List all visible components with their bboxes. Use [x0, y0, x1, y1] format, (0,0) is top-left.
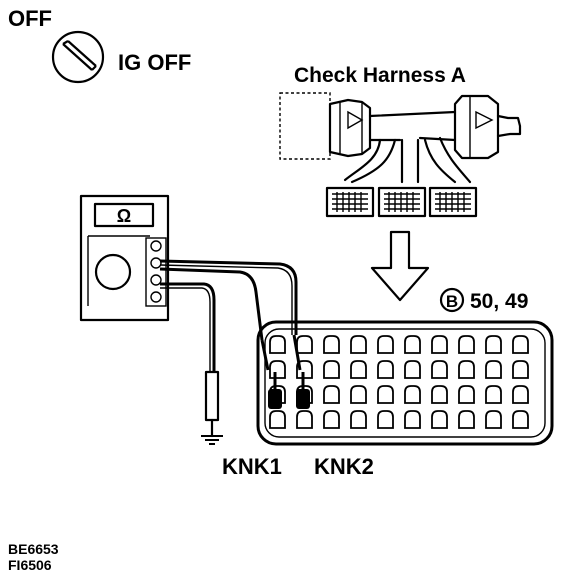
- harness-left-plug: [328, 98, 372, 158]
- connector-b: B 50, 49: [256, 287, 554, 446]
- connector-cavity: [431, 410, 448, 429]
- connector-cavity: [377, 335, 394, 354]
- connector-cavity: [377, 385, 394, 404]
- connector-cavity: [512, 335, 529, 354]
- figure-code-1: BE6653: [8, 541, 59, 557]
- connector-cavity: [458, 410, 475, 429]
- connector-cavity: [323, 360, 340, 379]
- knk2-probe-tip: [292, 334, 310, 409]
- knk2-label: KNK2: [314, 454, 374, 479]
- knk1-probe-tip: [260, 339, 282, 409]
- ignition-section: OFF IG OFF: [8, 6, 191, 84]
- harness-title: Check Harness A: [294, 64, 466, 87]
- connector-cavity: [485, 385, 502, 404]
- connector-cavity: [350, 385, 367, 404]
- connector-cavity: [323, 335, 340, 354]
- connector-cavity: [512, 360, 529, 379]
- connector-cavity: [485, 335, 502, 354]
- connector-cavity: [377, 360, 394, 379]
- knk1-label: KNK1: [222, 454, 282, 479]
- meter-display: [93, 202, 155, 228]
- ohmmeter: Ω: [79, 194, 170, 322]
- meter-dial: [94, 253, 132, 291]
- harness-sub-connectors: [325, 186, 478, 218]
- connector-cavity: [431, 360, 448, 379]
- test-leads: [159, 259, 298, 445]
- connector-cavity: [512, 385, 529, 404]
- connector-pin-numbers: 50, 49: [470, 290, 528, 313]
- connector-cavity: [323, 385, 340, 404]
- connector-cavity: [404, 360, 421, 379]
- connector-cavity: [323, 410, 340, 429]
- meter-jack-1: [150, 240, 162, 252]
- connector-cavity: [296, 360, 313, 379]
- figure-code-2: FI6506: [8, 557, 52, 573]
- ohm-symbol: Ω: [117, 206, 131, 226]
- connector-cavity: [404, 410, 421, 429]
- connector-cavity: [269, 410, 286, 429]
- connector-cavity: [431, 335, 448, 354]
- connector-cavity: [458, 360, 475, 379]
- connector-cavity: [377, 410, 394, 429]
- connector-cavity: [512, 410, 529, 429]
- connector-cavity: [404, 385, 421, 404]
- connector-cavity: [458, 335, 475, 354]
- meter-jack-2: [150, 257, 162, 269]
- connector-cavity: [296, 410, 313, 429]
- connector-cavity: [350, 360, 367, 379]
- ignition-state-label: OFF: [8, 6, 52, 31]
- ignition-off-label: IG OFF: [118, 50, 191, 75]
- ecu-box: [279, 92, 331, 160]
- connector-cavity: [269, 335, 286, 354]
- down-arrow-icon: [370, 230, 430, 302]
- connector-cavity: [350, 335, 367, 354]
- connector-cavities: [269, 335, 529, 429]
- meter-jack-3: [150, 274, 162, 286]
- connector-cavity: [350, 410, 367, 429]
- connector-marker-icon: B: [439, 287, 465, 313]
- connector-cavity: [404, 335, 421, 354]
- check-harness: Check Harness A: [279, 64, 522, 218]
- meter-jack-4: [150, 291, 162, 303]
- connector-cavity: [431, 385, 448, 404]
- harness-right-plug: [453, 94, 522, 160]
- ignition-key-icon: [51, 30, 105, 84]
- ground-icon: [201, 435, 223, 445]
- connector-cavity: [458, 385, 475, 404]
- connector-cavity: [485, 410, 502, 429]
- connector-cavity: [485, 360, 502, 379]
- svg-text:B: B: [446, 292, 458, 311]
- connector-cavity: [269, 360, 286, 379]
- connector-cavity: [296, 335, 313, 354]
